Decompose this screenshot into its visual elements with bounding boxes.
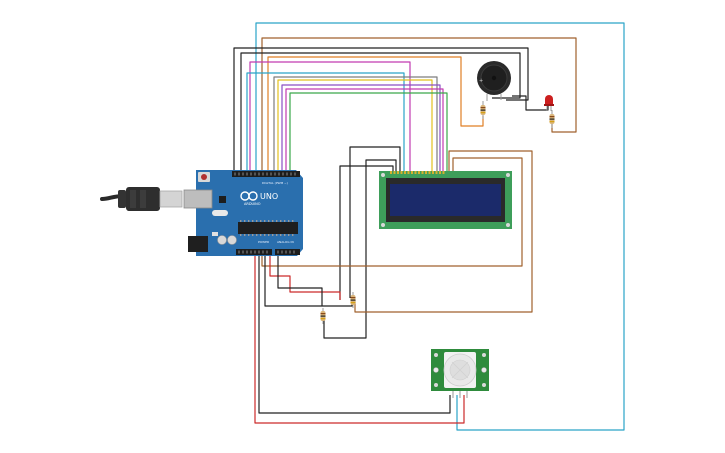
wire-red-5v[interactable]	[254, 254, 465, 424]
wire-magenta-lcd-2[interactable]	[285, 88, 444, 172]
power-header-label: POWER	[258, 240, 269, 244]
piezo-buzzer-icon[interactable]: +	[477, 61, 511, 101]
red-led-icon[interactable]	[544, 95, 554, 111]
wire-brown-lcd-backlight[interactable]	[354, 150, 533, 313]
pir-sensor-icon[interactable]	[431, 349, 489, 398]
reset-button[interactable]	[201, 174, 207, 180]
wire-magenta-lcd[interactable]	[249, 61, 411, 172]
wire-cyan-lcd[interactable]	[246, 72, 405, 172]
wire-black-lcd-gnd[interactable]	[323, 159, 397, 339]
usb-cable-icon	[100, 187, 183, 211]
wire-black-gnd-3[interactable]	[277, 254, 323, 306]
lcd-screen	[390, 184, 501, 216]
wire-brown-lcd-2[interactable]	[261, 157, 523, 267]
svg-text:+: +	[479, 78, 483, 84]
resistor-lcd-2[interactable]	[320, 308, 326, 324]
atmega-chip	[238, 222, 298, 234]
wire-black-pir-gnd[interactable]	[258, 254, 451, 414]
wire-yellow-lcd[interactable]	[277, 79, 433, 172]
wire-purple-lcd[interactable]	[281, 84, 441, 172]
wire-black-led[interactable]	[512, 95, 549, 111]
analog-header-label: ANALOG IN	[277, 240, 294, 244]
board-brand: ARDUINO	[244, 202, 261, 206]
wire-red-2[interactable]	[269, 254, 341, 300]
resistor-lcd-1[interactable]	[350, 292, 356, 308]
board-model: UNO	[260, 192, 278, 201]
wire-orange-buzzer[interactable]	[267, 56, 484, 172]
wire-black-top-2[interactable]	[240, 52, 521, 172]
wire-brown-led[interactable]	[261, 37, 577, 172]
wires	[233, 22, 625, 431]
resistor-led[interactable]	[549, 110, 555, 128]
arduino-logo-icon	[240, 191, 258, 201]
digital-header-label: DIGITAL (PWM ~)	[262, 181, 288, 185]
resistor-buzzer[interactable]	[480, 101, 486, 119]
arduino-uno-board[interactable]: DIGITAL (PWM ~) UNO ARDUINO	[183, 170, 303, 256]
usb-port[interactable]	[183, 189, 213, 209]
power-jack[interactable]	[188, 236, 208, 252]
wire-gray-lcd[interactable]	[273, 76, 438, 172]
wire-green-lcd[interactable]	[289, 92, 448, 172]
wire-black-buzzer-gnd[interactable]	[233, 47, 529, 172]
wire-black-lcd-2[interactable]	[339, 165, 394, 300]
wire-black-lcd-3[interactable]	[349, 146, 401, 298]
lcd-16x2-display[interactable]	[379, 171, 512, 229]
